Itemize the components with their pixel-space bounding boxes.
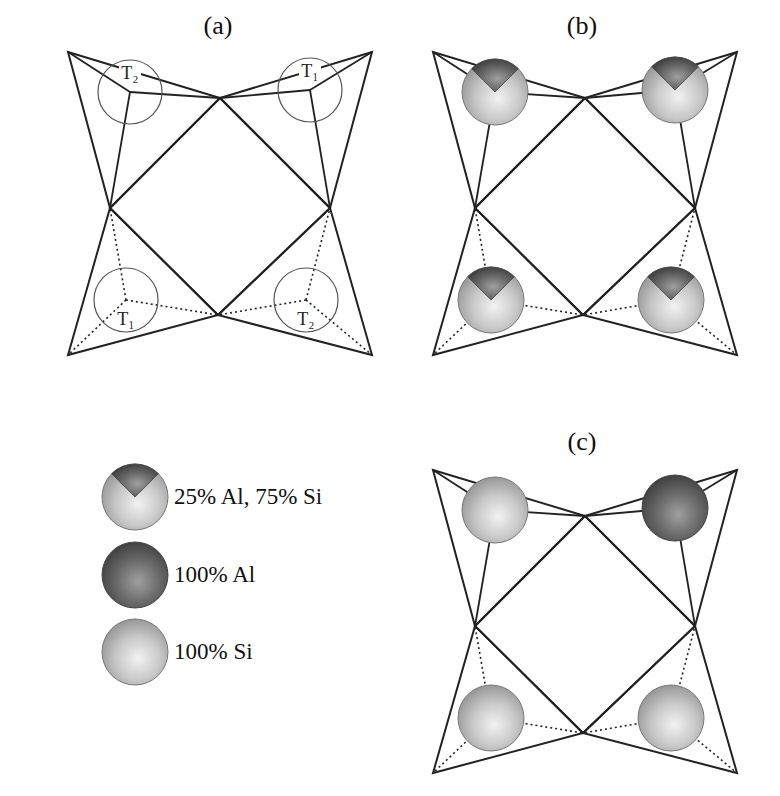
- tetra-face: [68, 208, 218, 355]
- si-sphere: [462, 59, 528, 125]
- tetra-edge: [126, 300, 218, 315]
- tetra-face: [583, 626, 737, 773]
- panel-label: (c): [568, 427, 597, 457]
- tetra-face: [218, 208, 372, 355]
- site-label: T₂: [295, 310, 316, 328]
- tetra-face: [585, 52, 737, 208]
- tetra-site-circle: T₂: [273, 267, 339, 333]
- tetra-face: [585, 470, 737, 626]
- tetra-face: [433, 208, 583, 355]
- al-sphere: [642, 475, 708, 541]
- si-sphere: [458, 267, 524, 333]
- tetra-face: [220, 52, 372, 208]
- tetra-edge: [130, 92, 220, 98]
- site-label: T₁: [115, 310, 136, 328]
- site-label: T₁: [299, 62, 320, 80]
- circle-outline: [94, 268, 158, 332]
- tetra-panel: [68, 52, 372, 355]
- circle-outline: [98, 60, 162, 124]
- al-wedge: [468, 267, 515, 300]
- circle-outline: [274, 268, 338, 332]
- tetra-face: [583, 208, 737, 355]
- panel-label: (a): [204, 11, 233, 41]
- tetra-edge: [110, 92, 130, 208]
- al-sphere: [102, 542, 168, 608]
- tetra-edge: [220, 90, 310, 98]
- tetra-edge: [310, 90, 330, 208]
- legend-text: 25% Al, 75% Si: [174, 484, 322, 510]
- ring-square: [110, 98, 330, 315]
- si-sphere: [102, 464, 168, 530]
- al-wedge: [652, 57, 699, 90]
- tetra-panel: [433, 52, 737, 355]
- al-wedge: [112, 464, 159, 497]
- tetra-site-circle: T₁: [93, 267, 159, 333]
- tetra-face: [433, 626, 583, 773]
- si-sphere: [102, 619, 168, 685]
- legend-text: 100% Si: [174, 639, 253, 665]
- si-sphere: [462, 477, 528, 543]
- circle-outline: [278, 58, 342, 122]
- tetra-site-circle: T₁: [277, 57, 343, 123]
- si-sphere: [638, 685, 704, 751]
- site-label: T₂: [119, 64, 140, 82]
- tetra-face: [68, 52, 220, 208]
- al-wedge: [648, 267, 695, 300]
- tetra-face: [433, 470, 585, 626]
- tetra-edge: [306, 208, 330, 300]
- tetra-edge: [110, 208, 126, 300]
- si-sphere: [638, 267, 704, 333]
- al-wedge: [472, 59, 519, 92]
- tetra-edge: [218, 300, 306, 315]
- si-sphere: [458, 685, 524, 751]
- si-sphere: [642, 57, 708, 123]
- panel-label: (b): [567, 11, 597, 41]
- tetra-face: [433, 52, 585, 208]
- tetra-site-circle: T₂: [97, 59, 163, 125]
- legend-text: 100% Al: [174, 562, 255, 588]
- tetra-panel: [433, 470, 737, 773]
